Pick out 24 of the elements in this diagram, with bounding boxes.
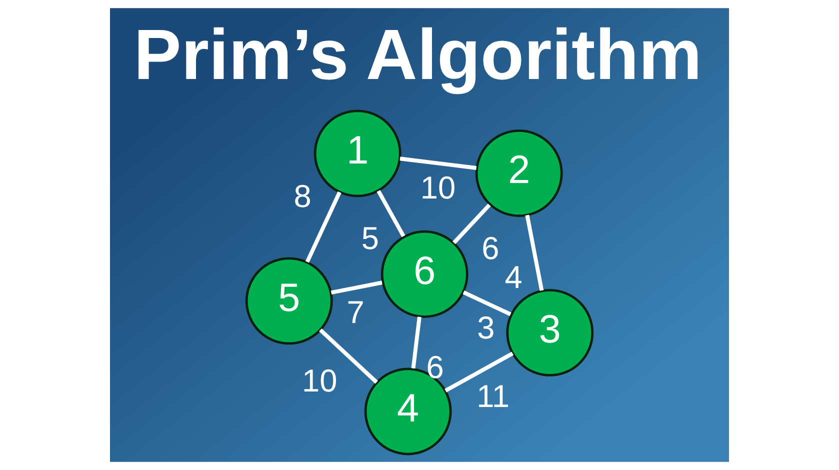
connector xyxy=(305,191,342,263)
node-circle: 1 xyxy=(314,110,402,198)
node-circle: 6 xyxy=(380,230,468,318)
node-circle: 5 xyxy=(245,257,333,345)
connector xyxy=(452,204,491,244)
edge-label: 10 xyxy=(302,362,338,398)
connector xyxy=(525,214,544,291)
node-circle: 3 xyxy=(506,289,594,376)
edge-label: 11 xyxy=(476,378,510,414)
connector xyxy=(400,156,477,170)
diagram-title: Prim’s Algorithm xyxy=(134,16,702,95)
edge-label: 10 xyxy=(420,170,456,206)
edge-label: 3 xyxy=(477,310,495,346)
edge-label: 8 xyxy=(294,178,312,214)
connector xyxy=(411,316,422,369)
edge-label: 5 xyxy=(361,220,379,256)
connector xyxy=(330,280,382,295)
connector xyxy=(444,352,514,392)
node-circle: 2 xyxy=(475,130,563,217)
edge-label: 6 xyxy=(482,230,500,266)
connector xyxy=(319,328,378,384)
connector xyxy=(462,290,512,316)
connector xyxy=(376,190,406,238)
edge-label: 7 xyxy=(346,294,364,330)
